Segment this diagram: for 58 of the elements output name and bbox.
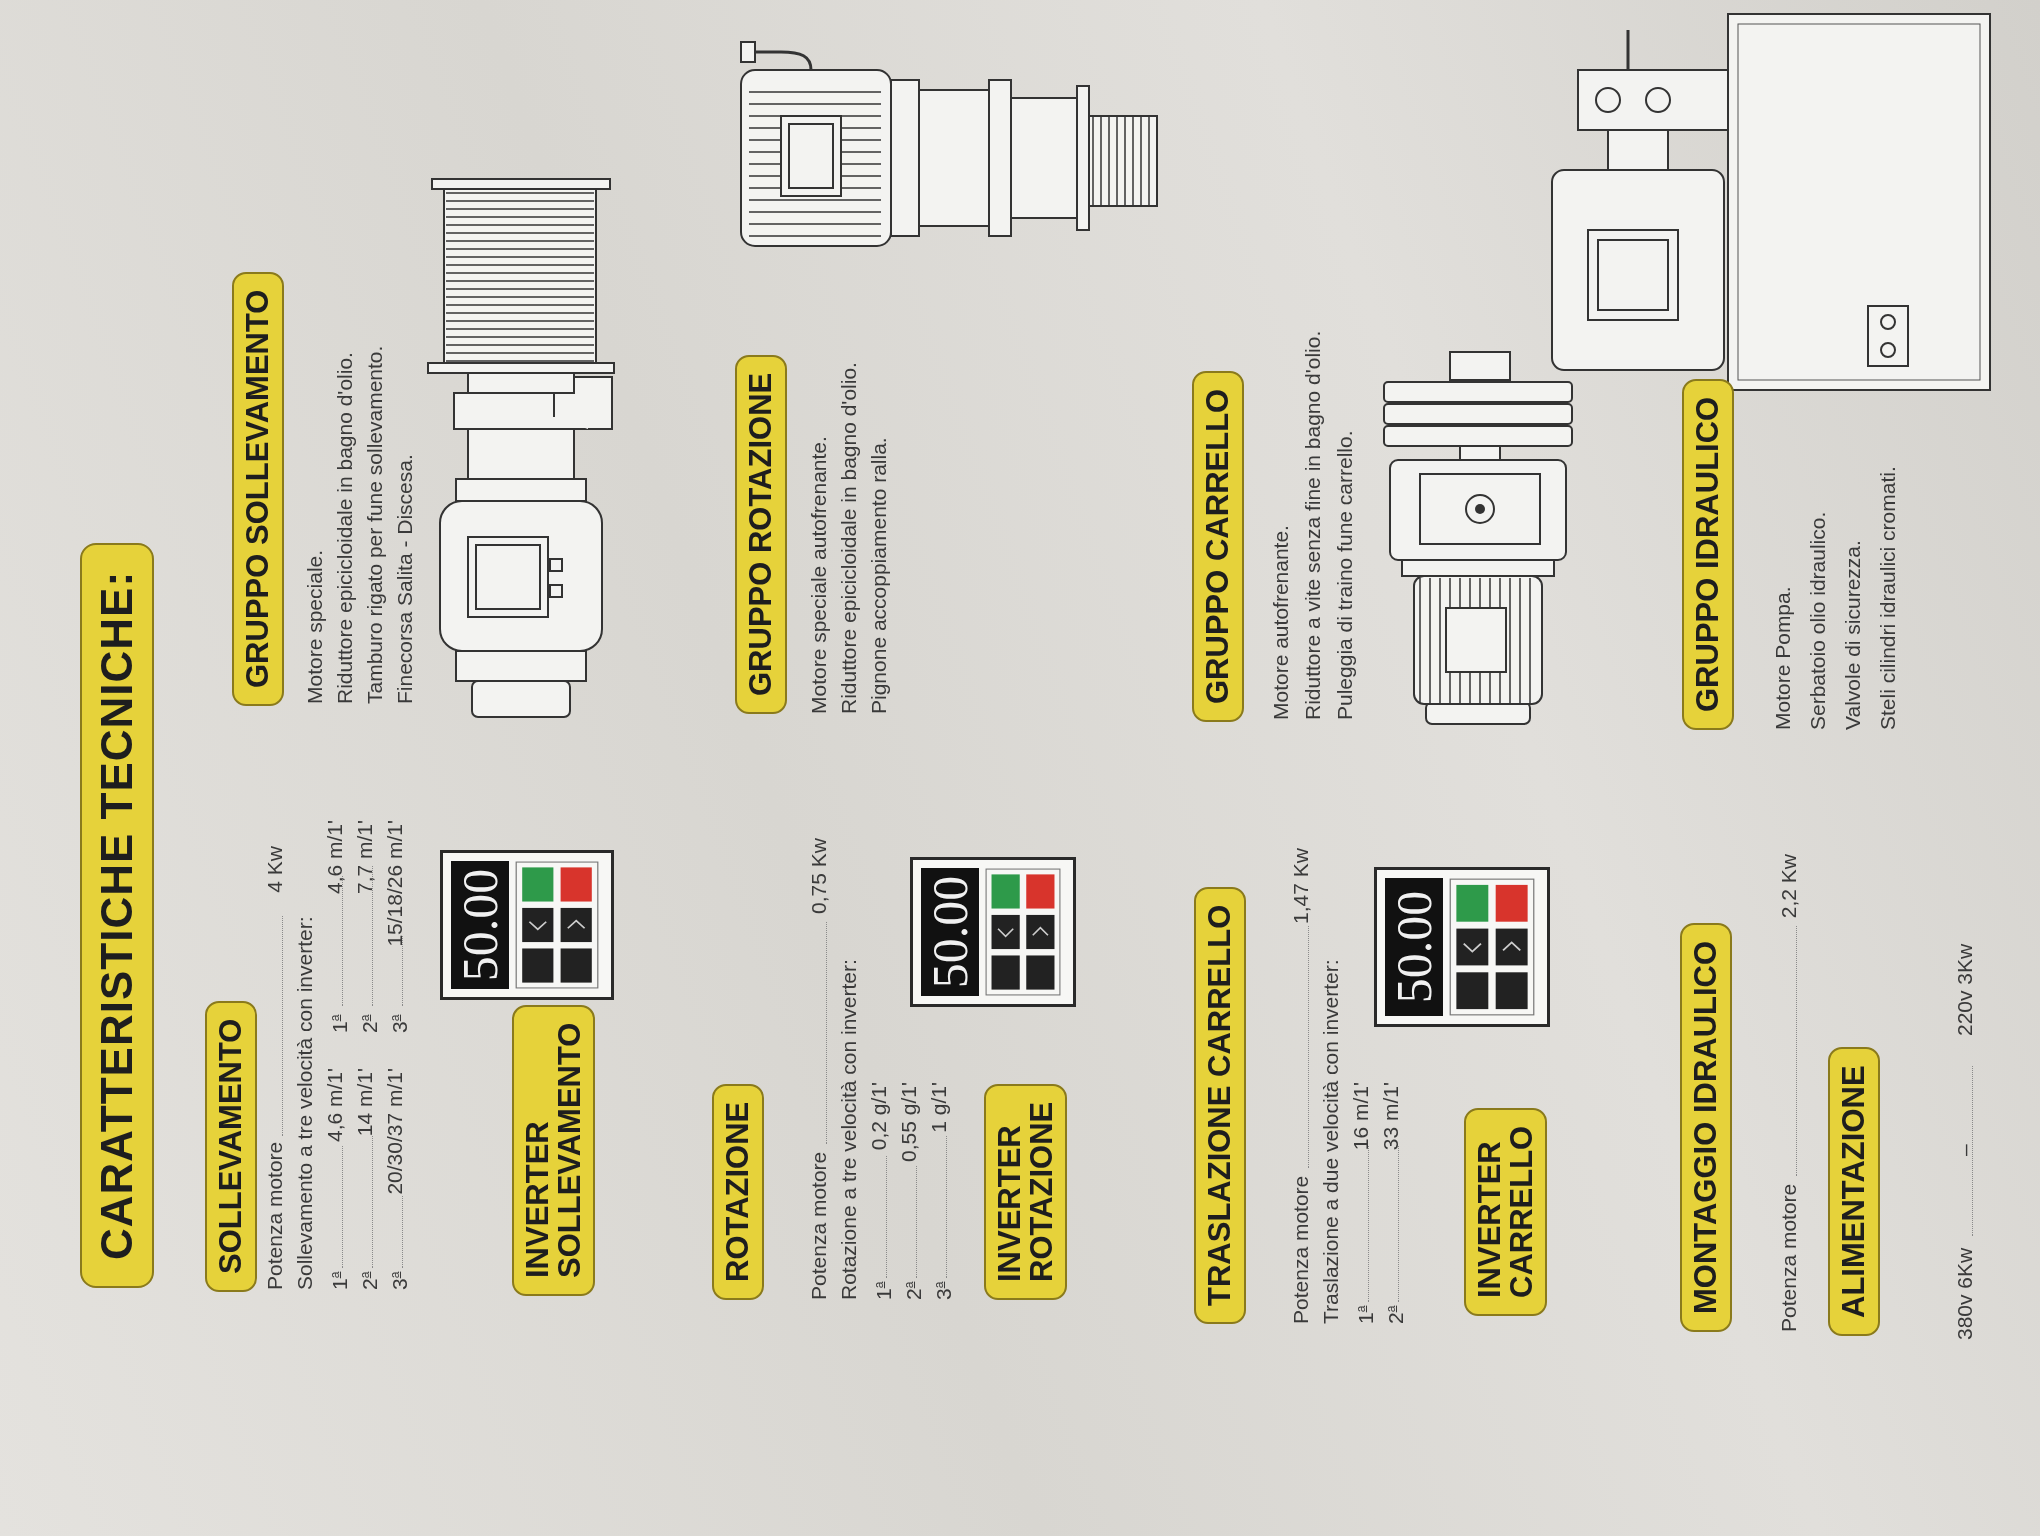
feature-text: Motore speciale autofrenante. xyxy=(806,436,831,714)
digital-display: 50.00 xyxy=(1385,878,1443,1016)
feature-text: Riduttore epicicloidale in bagno d'olio. xyxy=(332,352,357,704)
inverter-panel xyxy=(440,850,614,1000)
section-heading: GRUPPO SOLLEVAMENTO xyxy=(232,271,284,706)
feature-text: Tamburo rigato per fune sollevamento. xyxy=(362,345,387,704)
spec-text: Sollevamento a tre velocità con inverter: xyxy=(292,916,317,1290)
section-heading: ROTAZIONE xyxy=(712,1083,764,1300)
feature-text: Steli cilindri idraulici cromati. xyxy=(1875,466,1900,730)
feature-text: Riduttore epicicloidale in bagno d'olio. xyxy=(836,362,861,714)
spec-value: 14 m/1' xyxy=(352,1068,377,1137)
spec-text: Rotazione a tre velocità con inverter: xyxy=(836,959,861,1300)
inverter-panel xyxy=(1374,867,1550,1027)
feature-text: Pignone accoppiamento ralla. xyxy=(866,437,891,714)
spec-value: 4,6 m/1' xyxy=(322,820,347,895)
spec-value: 4 Kw xyxy=(262,846,287,893)
feature-text: Puleggia di traino fune carrello. xyxy=(1332,430,1357,720)
feature-text: Valvole di sicurezza. xyxy=(1840,540,1865,730)
feature-text: Motore Pompa. xyxy=(1770,586,1795,730)
spec-value: 0,55 g/1' xyxy=(896,1082,921,1162)
spec-value: 7,7 m/1' xyxy=(352,820,377,895)
spec-value: 1,47 Kw xyxy=(1288,848,1313,924)
spec-value: 0,2 g/1' xyxy=(866,1082,891,1151)
feature-text: Finecorsa Salita - Discesa. xyxy=(392,454,417,704)
section-heading: GRUPPO ROTAZIONE xyxy=(735,354,787,714)
feature-text: Motore speciale. xyxy=(302,549,327,704)
spec-value: 20/30/37 m/1' xyxy=(382,1068,407,1195)
spec-value: 33 m/1' xyxy=(1378,1082,1403,1151)
section-heading: MONTAGGIO IDRAULICO xyxy=(1680,922,1732,1332)
supply-text: 380v 6Kw xyxy=(1952,1247,1977,1340)
supply-text: 220v 3Kw xyxy=(1952,943,1977,1036)
spec-value: 4,6 m/1' xyxy=(322,1068,347,1143)
section-heading: GRUPPO IDRAULICO xyxy=(1682,378,1734,730)
section-heading: INVERTER ROTAZIONE xyxy=(984,1083,1068,1300)
spec-text: Potenza motore xyxy=(262,1141,287,1290)
feature-text: Serbatoio olio idraulico. xyxy=(1805,511,1830,730)
spec-value: 16 m/1' xyxy=(1348,1082,1373,1151)
spec-text: Potenza motore xyxy=(1776,1183,1801,1332)
section-heading: TRASLAZIONE CARRELLO xyxy=(1194,886,1246,1324)
section-heading: INVERTER SOLLEVAMENTO xyxy=(512,1004,596,1296)
page-title: CARATTERISTICHE TECNICHE: xyxy=(80,542,154,1288)
spec-text: Potenza motore xyxy=(806,1151,831,1300)
spec-text: Potenza motore xyxy=(1288,1175,1313,1324)
section-heading: SOLLEVAMENTO xyxy=(205,1000,257,1292)
section-heading: INVERTER CARRELLO xyxy=(1464,1107,1548,1316)
section-heading: ALIMENTAZIONE xyxy=(1828,1047,1880,1336)
spec-text: Traslazione a due velocità con inverter: xyxy=(1318,959,1343,1324)
digital-display: 50.00 xyxy=(921,868,979,996)
feature-text: Riduttore a vite senza fine in bagno d'olio. xyxy=(1300,330,1325,720)
supply-text: – xyxy=(1952,1144,1977,1156)
spec-value: 0,75 Kw xyxy=(806,838,831,914)
section-heading: GRUPPO CARRELLO xyxy=(1192,370,1244,722)
spec-value: 15/18/26 m/1' xyxy=(382,820,407,947)
spec-value: 1 g/1' xyxy=(926,1082,951,1133)
digital-display: 50.00 xyxy=(451,861,509,989)
inverter-panel xyxy=(910,857,1076,1007)
spec-value: 2,2 Kw xyxy=(1776,854,1801,919)
feature-text: Motore autofrenante. xyxy=(1268,525,1293,720)
